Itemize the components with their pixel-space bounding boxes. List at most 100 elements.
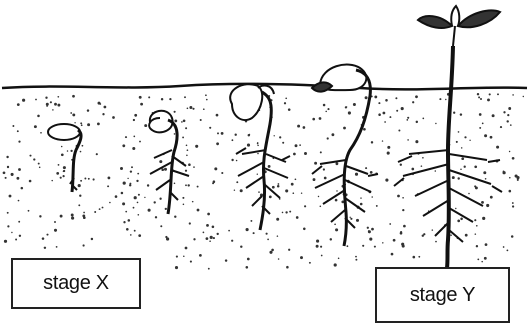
soil-speckle [506, 249, 508, 251]
soil-speckle [383, 112, 386, 115]
soil-speckle [316, 240, 319, 243]
soil-speckle [249, 134, 250, 135]
soil-speckle [509, 190, 512, 193]
soil-speckle [350, 218, 352, 220]
soil-speckle [199, 254, 202, 257]
soil-speckle [3, 171, 6, 174]
soil-speckle [474, 219, 476, 221]
soil-speckle [139, 96, 142, 99]
soil-speckle [445, 99, 446, 100]
soil-speckle [269, 196, 272, 199]
soil-speckle [187, 149, 189, 151]
soil-speckle [174, 111, 176, 113]
soil-speckle [104, 106, 107, 109]
soil-speckle [435, 241, 437, 243]
soil-speckle [476, 225, 478, 227]
soil-speckle [63, 166, 66, 169]
soil-speckle [15, 239, 17, 241]
soil-speckle [297, 125, 300, 128]
soil-speckle [475, 233, 477, 235]
soil-speckle [487, 98, 490, 101]
soil-speckle [209, 127, 211, 129]
soil-speckle [12, 125, 14, 127]
soil-speckle [481, 201, 484, 204]
soil-speckle [174, 133, 176, 135]
soil-speckle [398, 129, 400, 131]
soil-speckle [174, 216, 176, 218]
soil-speckle [363, 128, 366, 131]
soil-speckle [512, 202, 514, 204]
soil-speckle [512, 205, 514, 207]
soil-speckle [72, 113, 75, 116]
soil-speckle [286, 266, 289, 269]
soil-speckle [74, 122, 75, 123]
soil-speckle [192, 108, 194, 110]
soil-speckle [453, 112, 455, 114]
soil-speckle [314, 162, 317, 165]
soil-speckle [70, 112, 72, 114]
soil-speckle [457, 220, 460, 223]
soil-speckle [484, 257, 487, 260]
soil-speckle [188, 163, 191, 166]
soil-speckle [325, 111, 327, 113]
soil-speckle [210, 236, 213, 239]
soil-speckle [231, 159, 233, 161]
soil-speckle [56, 246, 58, 248]
soil-speckle [368, 230, 370, 232]
soil-speckle [140, 103, 143, 106]
soil-speckle [304, 152, 307, 155]
soil-speckle [285, 189, 288, 192]
soil-speckle [133, 207, 135, 209]
soil-speckle [512, 94, 514, 96]
soil-speckle [295, 144, 298, 147]
soil-speckle [109, 202, 111, 204]
soil-speckle [184, 96, 186, 98]
soil-speckle [385, 99, 388, 102]
soil-speckle [40, 132, 42, 134]
soil-speckle [480, 98, 482, 100]
soil-speckle [212, 226, 215, 229]
soil-speckle [492, 114, 495, 117]
soil-speckle [295, 178, 297, 180]
soil-speckle [253, 232, 255, 234]
soil-speckle [189, 106, 192, 109]
soil-speckle [137, 202, 139, 204]
soil-speckle [349, 217, 350, 218]
soil-speckle [293, 153, 296, 156]
soil-speckle [83, 212, 85, 214]
soil-speckle [46, 103, 49, 106]
soil-speckle [102, 207, 104, 209]
soil-speckle [416, 121, 418, 123]
soil-speckle [301, 192, 302, 193]
soil-speckle [213, 237, 215, 239]
soil-speckle [464, 136, 466, 138]
soil-speckle [413, 256, 416, 259]
soil-speckle [225, 259, 227, 261]
soil-speckle [130, 170, 132, 172]
soil-speckle [182, 136, 184, 138]
soil-speckle [18, 141, 20, 143]
soil-speckle [78, 204, 80, 206]
soil-speckle [181, 121, 183, 123]
soil-speckle [276, 218, 279, 221]
soil-speckle [169, 98, 171, 100]
soil-speckle [482, 123, 484, 125]
soil-speckle [277, 235, 279, 237]
soil-speckle [485, 178, 487, 180]
soil-speckle [125, 211, 127, 213]
soil-speckle [45, 97, 47, 99]
soil-speckle [125, 136, 127, 138]
soil-speckle [421, 165, 423, 167]
soil-speckle [402, 197, 404, 199]
soil-speckle [84, 178, 86, 180]
soil-speckle [22, 99, 25, 102]
soil-speckle [122, 144, 125, 147]
soil-speckle [166, 237, 169, 240]
soil-speckle [320, 246, 322, 248]
soil-speckle [486, 204, 489, 207]
soil-speckle [406, 119, 408, 121]
soil-speckle [60, 215, 63, 218]
soil-speckle [272, 186, 275, 189]
soil-speckle [278, 258, 280, 260]
soil-speckle [335, 199, 338, 202]
